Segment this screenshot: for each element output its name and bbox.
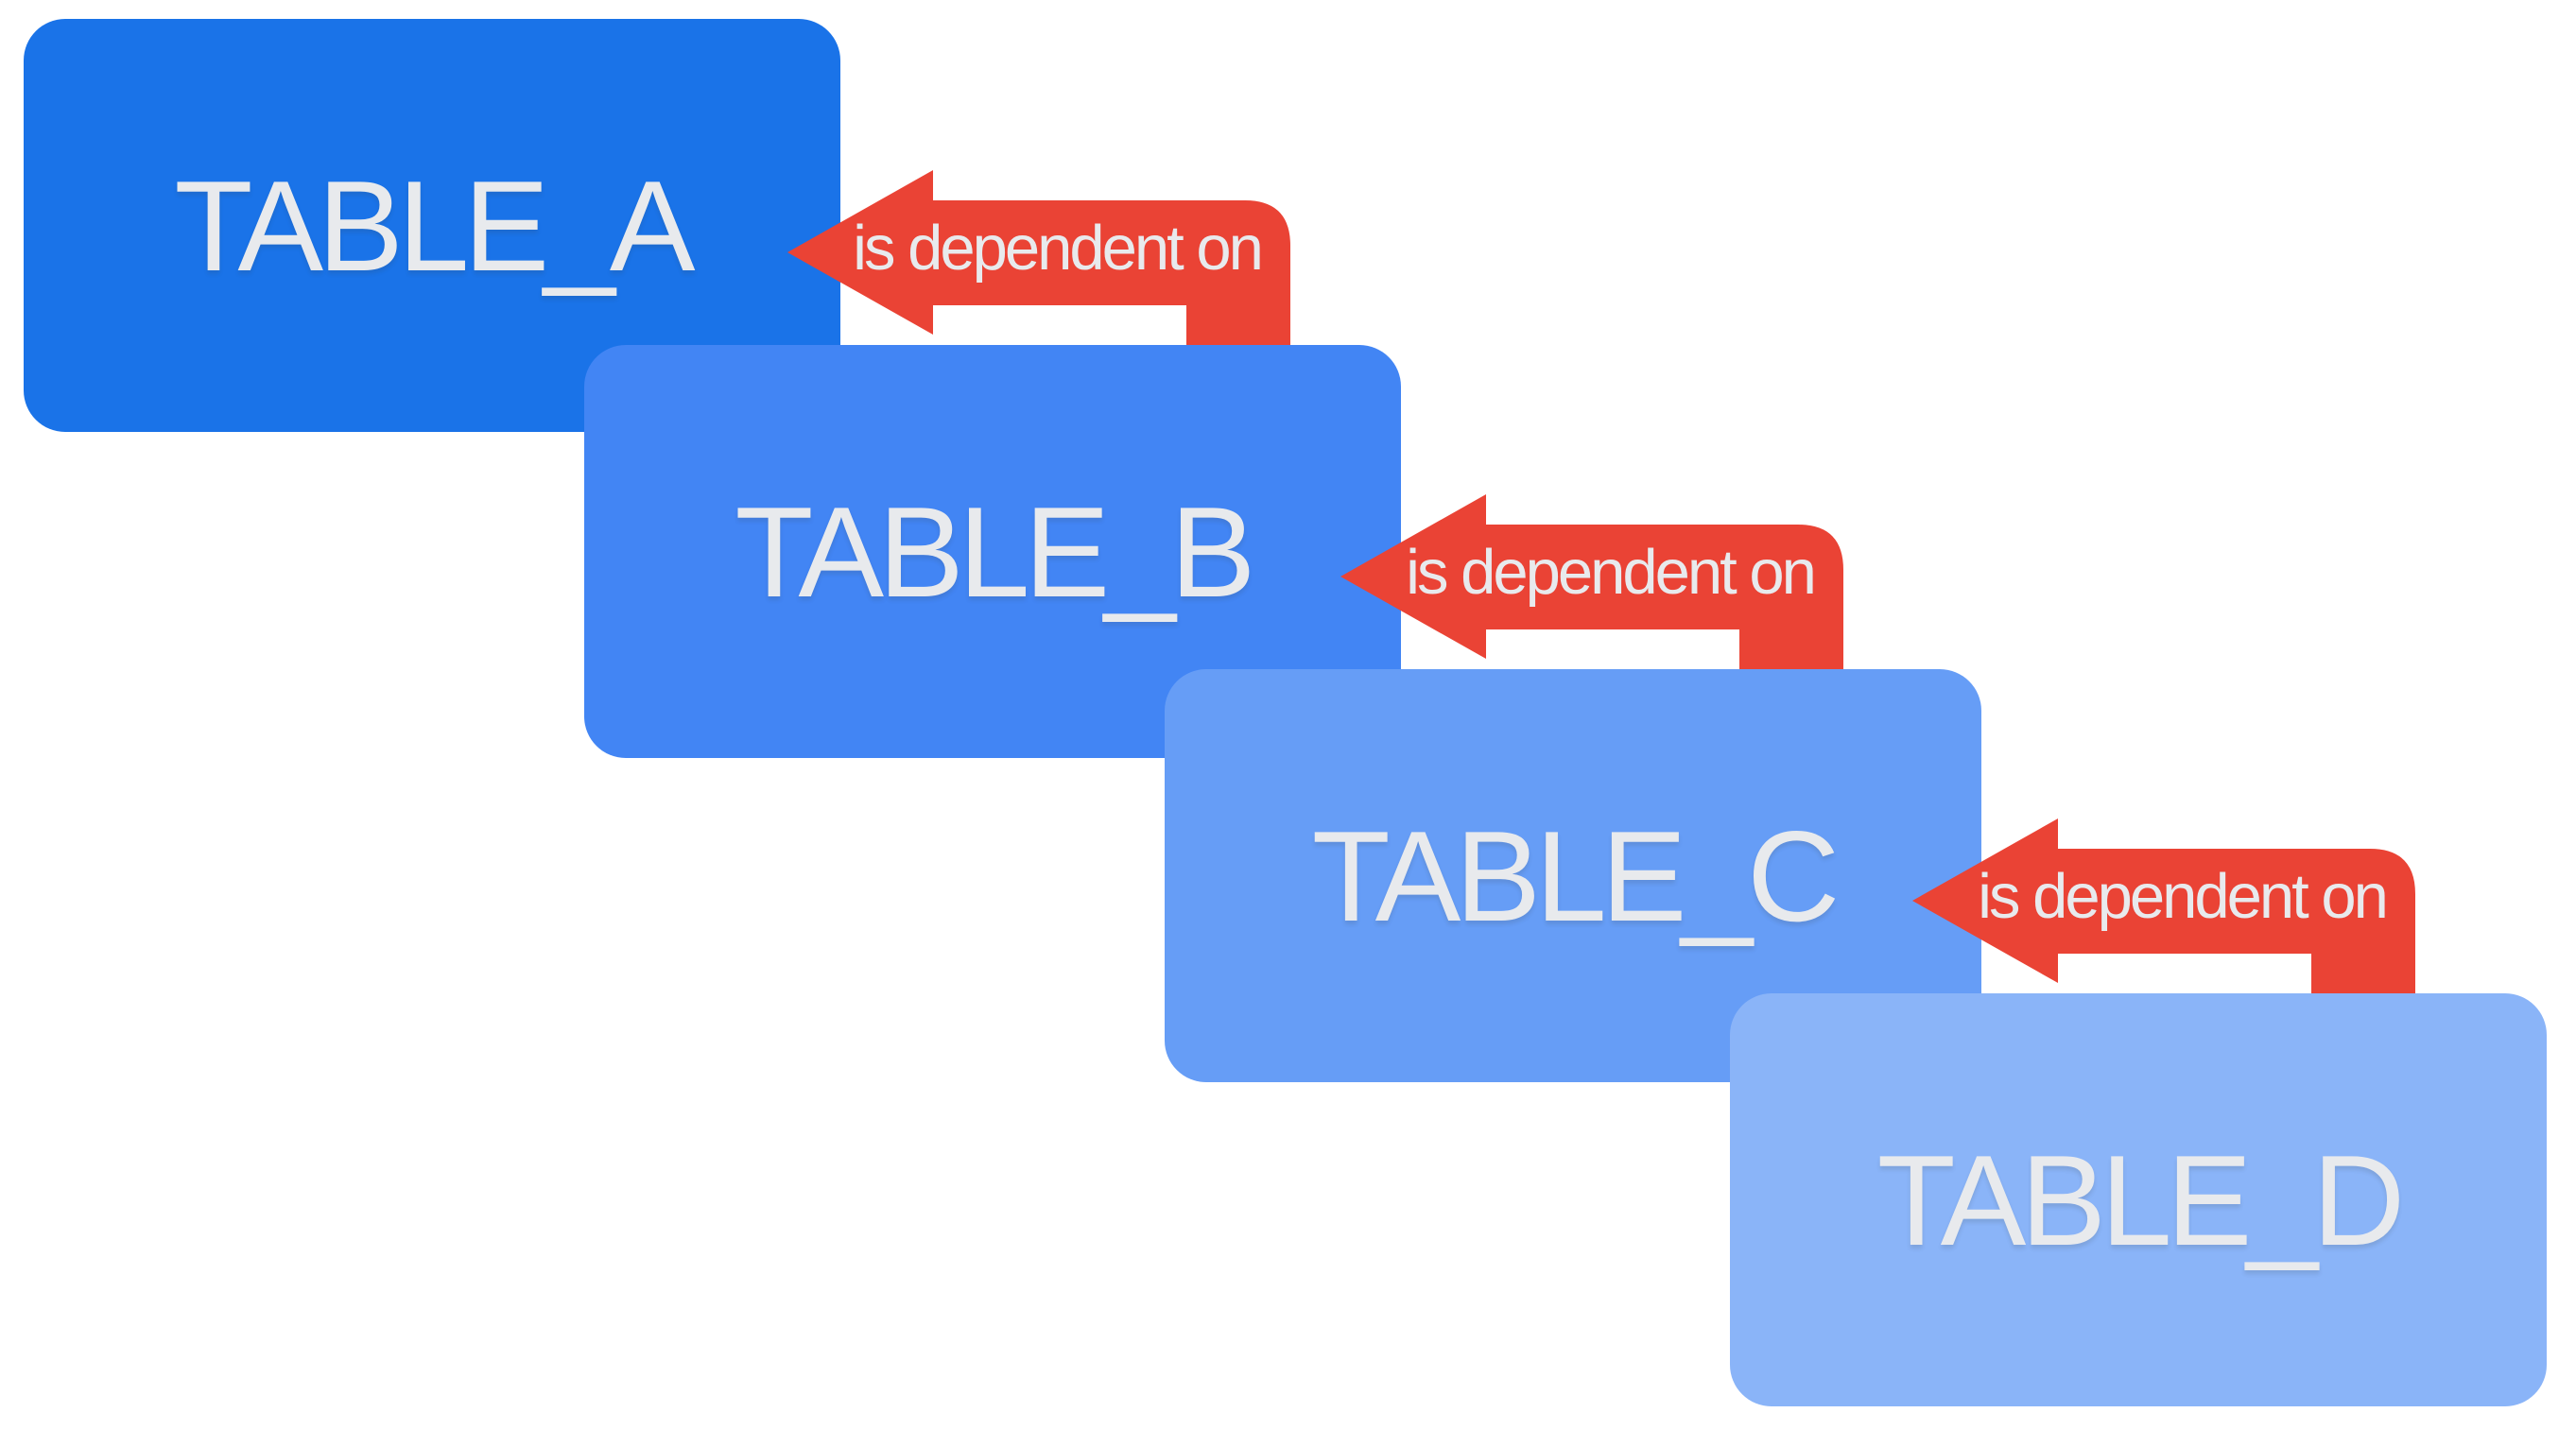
arrow-label: is dependent on bbox=[1406, 537, 1814, 608]
table-a-label: TABLE_A bbox=[174, 153, 695, 298]
table-b-label: TABLE_B bbox=[735, 479, 1255, 624]
dependency-arrow-b-to-a: is dependent on bbox=[787, 170, 1290, 345]
dependency-arrow-d-to-c: is dependent on bbox=[1912, 818, 2415, 993]
arrow-label: is dependent on bbox=[853, 213, 1261, 284]
left-arrow-icon bbox=[1340, 494, 1843, 669]
arrow-label: is dependent on bbox=[1978, 861, 2386, 932]
table-c-label: TABLE_C bbox=[1311, 803, 1841, 948]
table-a-box: TABLE_A bbox=[24, 19, 840, 432]
table-d-label: TABLE_D bbox=[1876, 1128, 2406, 1272]
left-arrow-icon bbox=[1912, 818, 2415, 993]
table-b-box: TABLE_B bbox=[584, 345, 1401, 758]
dependency-arrow-c-to-b: is dependent on bbox=[1340, 494, 1843, 669]
left-arrow-icon bbox=[787, 170, 1290, 345]
table-d-box: TABLE_D bbox=[1730, 993, 2547, 1406]
